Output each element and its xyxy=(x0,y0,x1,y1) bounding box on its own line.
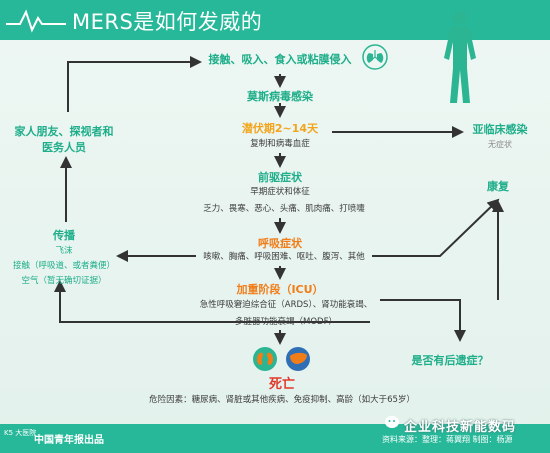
page-title: MERS是如何发威的 xyxy=(72,10,263,34)
spread-contact: 接触（呼吸道、或者粪便） xyxy=(12,261,116,271)
human-body-icon xyxy=(444,10,476,103)
contacts-label-2: 医务人员 xyxy=(42,141,86,154)
heartbeat-icon xyxy=(6,9,66,33)
lungs-icon xyxy=(362,44,388,70)
spread-title: 传播 xyxy=(53,229,75,242)
watermark-brand: 企业科技新能数码 xyxy=(404,420,517,435)
respiratory-desc: 咳嗽、胸痛、呼吸困难、呕吐、腹泻、其他 xyxy=(203,252,365,262)
subclinical-sub: 无症状 xyxy=(488,140,512,149)
chat-bubble-icon xyxy=(385,416,399,428)
spread-air: 空气（暂无确切证据） xyxy=(21,276,107,286)
icu-line1: 急性呼吸窘迫综合征（ARDS）、肾功能衰竭、 xyxy=(199,300,373,310)
entry-label: 接触、吸入、食入或粘膜侵入 xyxy=(208,53,352,66)
incubation-desc: 复制和病毒血症 xyxy=(250,139,310,149)
icu-line2: 多脏器功能衰竭（MODF） xyxy=(235,317,337,327)
death-factors: 危险因素：糖尿病、肾脏或其他疾病、免疫抑制、高龄（如大于65岁） xyxy=(149,395,415,405)
icu-title: 加重阶段（ICU） xyxy=(236,283,324,296)
footer-source: 中国青年报出品 xyxy=(34,435,104,446)
contacts-label: 家人朋友、探视者和 xyxy=(14,125,114,138)
sequela-label: 是否有后遗症？ xyxy=(411,354,489,367)
footer-bar xyxy=(0,424,550,453)
incubation-title: 潜伏期2~14天 xyxy=(241,122,319,135)
liver-icon xyxy=(286,347,310,371)
subclinical-label: 亚临床感染 xyxy=(472,123,528,136)
kidney-icon xyxy=(253,347,277,371)
respiratory-title: 呼吸症状 xyxy=(258,237,302,250)
footer-credits: 资料来源：整理：蒋翼翔 制图：杨源 xyxy=(382,435,513,444)
early-line2: 乏力、畏寒、恶心、头痛、肌肉痛、打喷嚏 xyxy=(203,204,365,214)
early-line1: 早期症状和体征 xyxy=(250,187,310,197)
corner-brand: K5 大医院 xyxy=(4,429,37,437)
death-title: 死亡 xyxy=(268,377,296,392)
early-title: 前驱症状 xyxy=(258,171,302,184)
spread-droplet: 飞沫 xyxy=(55,246,73,256)
infection-label: 莫斯病毒感染 xyxy=(247,90,313,103)
recovery-label: 康复 xyxy=(487,180,509,193)
